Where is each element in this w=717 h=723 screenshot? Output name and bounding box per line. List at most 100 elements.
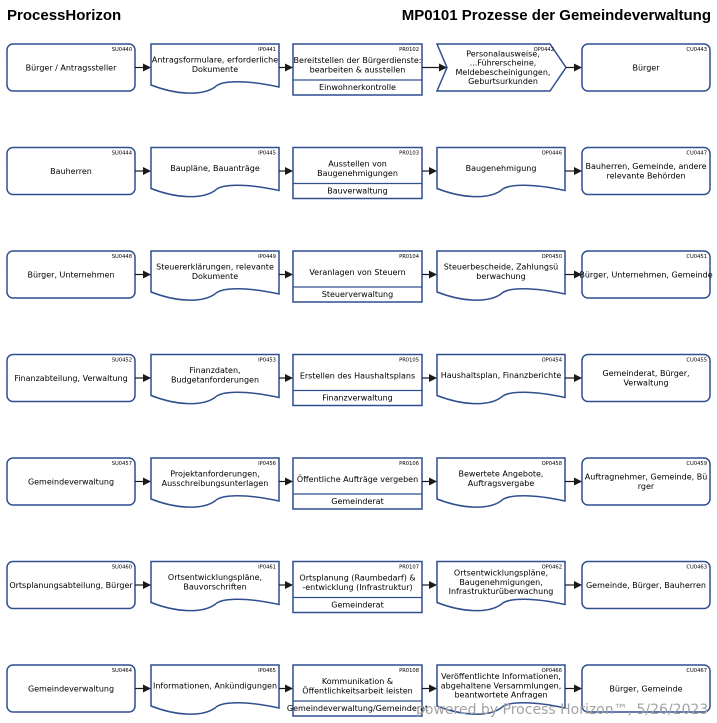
- process-id: PR0107: [399, 565, 419, 571]
- process-label: bearbeiten & ausstellen: [310, 65, 406, 74]
- output-id: OP0454: [542, 358, 563, 364]
- customer-label: Bürger: [633, 63, 661, 72]
- customer-box: [581, 43, 711, 92]
- process-box: [292, 43, 423, 96]
- input-id: IP0449: [258, 254, 276, 260]
- output-chevron: [435, 43, 567, 92]
- output-id: OP0466: [542, 668, 562, 674]
- supplier-label: Bauherren: [50, 167, 92, 176]
- input-label: Ortsentwicklungspläne,: [168, 573, 262, 582]
- input-label: Antragsformulare, erforderliche: [152, 56, 278, 65]
- output-label: Veröffentlichte Informationen,: [441, 672, 561, 681]
- customer-label: Bürger, Unternehmen, Gemeinde: [579, 270, 712, 279]
- process-owner: Einwohnerkontrolle: [319, 83, 396, 92]
- process-label: Bereitstellen der Bürgerdienste:: [294, 56, 422, 65]
- process-label: Veranlagen von Steuern: [309, 268, 405, 277]
- app-title: ProcessHorizon: [7, 7, 122, 24]
- input-document: [150, 353, 280, 405]
- customer-box: [581, 250, 711, 299]
- output-label: Auftragsvergabe: [468, 479, 535, 488]
- customer-label: Auftragnehmer, Gemeinde, Bü: [585, 473, 708, 482]
- output-label: Steuerbescheide, Zahlungsü: [444, 263, 558, 272]
- output-id: OP0450: [542, 254, 562, 260]
- output-label: Personalausweise,: [466, 50, 539, 59]
- input-id: IP0441: [258, 47, 276, 53]
- customer-label: relevante Behörden: [606, 171, 685, 180]
- input-document: [150, 560, 280, 612]
- customer-label: Verwaltung: [623, 378, 668, 387]
- output-label: beantwortete Anfragen: [454, 691, 547, 700]
- supplier-label: Bürger / Antragssteller: [26, 63, 117, 72]
- process-box: [292, 146, 423, 200]
- customer-id: CU0463: [686, 565, 707, 571]
- output-label: Geburtsurkunden: [468, 77, 538, 86]
- output-label: Baugenehmigung: [466, 164, 537, 173]
- supplier-label: Gemeindeverwaltung: [28, 684, 114, 693]
- output-label: Haushaltsplan, Finanzberichte: [441, 371, 562, 380]
- input-label: Informationen, Ankündigungen: [153, 681, 277, 690]
- supplier-id: SU0444: [112, 151, 133, 157]
- process-id: PR0105: [399, 358, 419, 364]
- process-label: Kommunikation &: [322, 677, 393, 686]
- output-id: OP0462: [542, 565, 562, 571]
- process-label: Baugenehmigungen: [317, 169, 398, 178]
- output-label: Ortsentwicklungspläne,: [454, 569, 548, 578]
- process-box: [292, 457, 423, 510]
- output-label: Infrastrukturüberwachung: [449, 587, 554, 596]
- output-id: OP0442: [534, 47, 554, 53]
- supplier-id: SU0457: [112, 461, 132, 467]
- process-owner: Steuerverwaltung: [322, 290, 393, 299]
- input-id: IP0445: [258, 151, 276, 157]
- input-document: [150, 250, 280, 301]
- output-document: [436, 250, 566, 301]
- input-document: [150, 43, 280, 94]
- input-document: [150, 664, 280, 715]
- input-label: Projektanforderungen,: [170, 470, 259, 479]
- input-label: Ausschreibungsunterlagen: [162, 479, 269, 488]
- supplier-id: SU0464: [112, 668, 133, 674]
- output-document: [436, 560, 566, 612]
- process-label: Ausstellen von: [328, 160, 387, 169]
- process-label: Erstellen des Haushaltsplans: [300, 371, 415, 380]
- customer-id: CU0443: [686, 47, 707, 53]
- input-label: Steuererklärungen, relevante: [156, 263, 274, 272]
- process-box: [292, 250, 423, 303]
- supplier-id: SU0452: [112, 358, 132, 364]
- supplier-id: SU0440: [112, 47, 132, 53]
- customer-id: CU0459: [686, 461, 707, 467]
- customer-label: Gemeinde, Bürger, Bauherren: [586, 581, 706, 590]
- process-owner: Gemeinderat: [331, 497, 383, 506]
- customer-label: Bürger, Gemeinde: [609, 684, 682, 693]
- input-id: IP0453: [258, 358, 276, 364]
- output-document: [436, 353, 566, 405]
- input-label: Dokumente: [192, 65, 238, 74]
- customer-id: CU0451: [686, 254, 707, 260]
- process-label: Öffentlichkeitsarbeit leisten: [302, 685, 412, 695]
- output-label: berwachung: [476, 272, 525, 281]
- input-id: IP0465: [258, 668, 276, 674]
- output-label: Bewertete Angebote,: [459, 470, 544, 479]
- input-label: Finanzdaten,: [189, 366, 240, 375]
- supplier-id: SU0448: [112, 254, 132, 260]
- customer-id: CU0455: [686, 358, 707, 364]
- process-label: Öffentliche Aufträge vergeben: [297, 474, 418, 484]
- process-id: PR0103: [399, 151, 419, 157]
- input-id: IP0456: [258, 461, 276, 467]
- process-box: [292, 664, 423, 717]
- process-id: PR0104: [399, 254, 420, 260]
- customer-label: Bauherren, Gemeinde, andere: [585, 162, 706, 171]
- process-box: [292, 560, 423, 614]
- diagram-title: MP0101 Prozesse der Gemeindeverwaltung: [401, 7, 711, 24]
- customer-label: rger: [638, 482, 655, 491]
- footer-credit: powered by Process Horizon™, 5/26/2023: [416, 702, 709, 718]
- input-label: Budgetanforderungen: [171, 375, 259, 384]
- process-box: [292, 353, 423, 407]
- process-id: PR0106: [399, 461, 419, 467]
- customer-label: Gemeinderat, Bürger,: [602, 369, 689, 378]
- process-owner: Finanzverwaltung: [322, 394, 392, 403]
- output-id: OP0458: [542, 461, 562, 467]
- output-label: ...Führerscheine,: [470, 59, 537, 68]
- output-document: [436, 664, 566, 715]
- output-id: OP0446: [542, 151, 562, 157]
- output-document: [436, 457, 566, 508]
